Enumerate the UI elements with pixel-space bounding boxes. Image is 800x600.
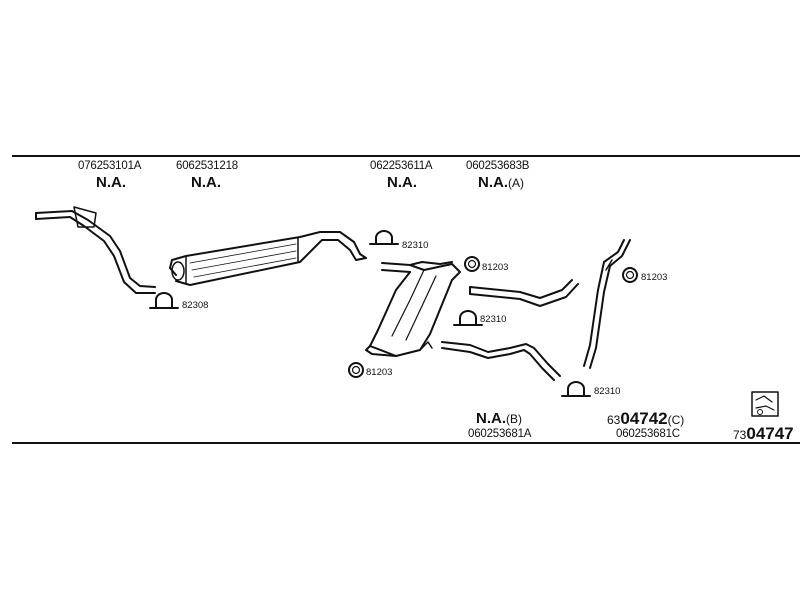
ring-clamp-icon (464, 256, 480, 272)
status-label: N.A.(B) (476, 410, 522, 427)
clamp-part-number: 81203 (482, 262, 509, 273)
status-suffix: (B) (506, 412, 522, 426)
tail-pipe-right-part (583, 239, 631, 369)
tail-pipe-upper-part (469, 279, 579, 307)
status-text: N.A. (478, 174, 508, 191)
status-suffix: (A) (508, 176, 524, 190)
main-set-prefix: 73 (733, 428, 747, 442)
status-text: N.A. (476, 410, 506, 427)
clamp-part-number: 82310 (480, 314, 507, 325)
front-pipe-part (35, 206, 156, 294)
set-number-label: 6304742(C) (607, 409, 684, 429)
rear-muffler-part (365, 261, 461, 357)
part-number-label: 060253681A (468, 428, 532, 440)
clamp-part-number: 82308 (182, 300, 209, 311)
tail-pipe-lower-part (441, 341, 561, 381)
ring-clamp-icon (348, 362, 364, 378)
clamp-part-number: 82310 (402, 240, 429, 251)
bottom-rule (12, 442, 800, 444)
clamp-icon (561, 381, 591, 397)
part-number-label: 6062531218 (176, 160, 238, 172)
set-number-suffix: (C) (667, 413, 685, 427)
clamp-part-number: 81203 (366, 367, 393, 378)
status-label: N.A. (191, 174, 221, 191)
main-set-number-value: 04747 (746, 424, 794, 443)
part-number-label: 076253101A (78, 160, 142, 172)
set-number-main: 04742 (620, 409, 668, 428)
clamp-icon (149, 292, 179, 309)
clamp-part-number: 82310 (594, 386, 621, 397)
status-label: N.A. (387, 174, 417, 191)
clamp-icon (453, 310, 483, 326)
status-label: N.A.(A) (478, 174, 524, 191)
top-rule (12, 155, 800, 157)
status-label: N.A. (96, 174, 126, 191)
set-number-prefix: 63 (607, 413, 621, 427)
part-number-label: 060253681C (616, 428, 680, 440)
pre-muffler-part (169, 231, 367, 286)
part-number-label: 060253683B (466, 160, 530, 172)
parts-set-icon (751, 391, 779, 417)
ring-clamp-icon (622, 267, 638, 283)
clamp-icon (369, 230, 399, 245)
part-number-label: 062253611A (370, 160, 433, 172)
main-set-number: 7304747 (733, 424, 794, 444)
clamp-part-number: 81203 (641, 272, 668, 283)
